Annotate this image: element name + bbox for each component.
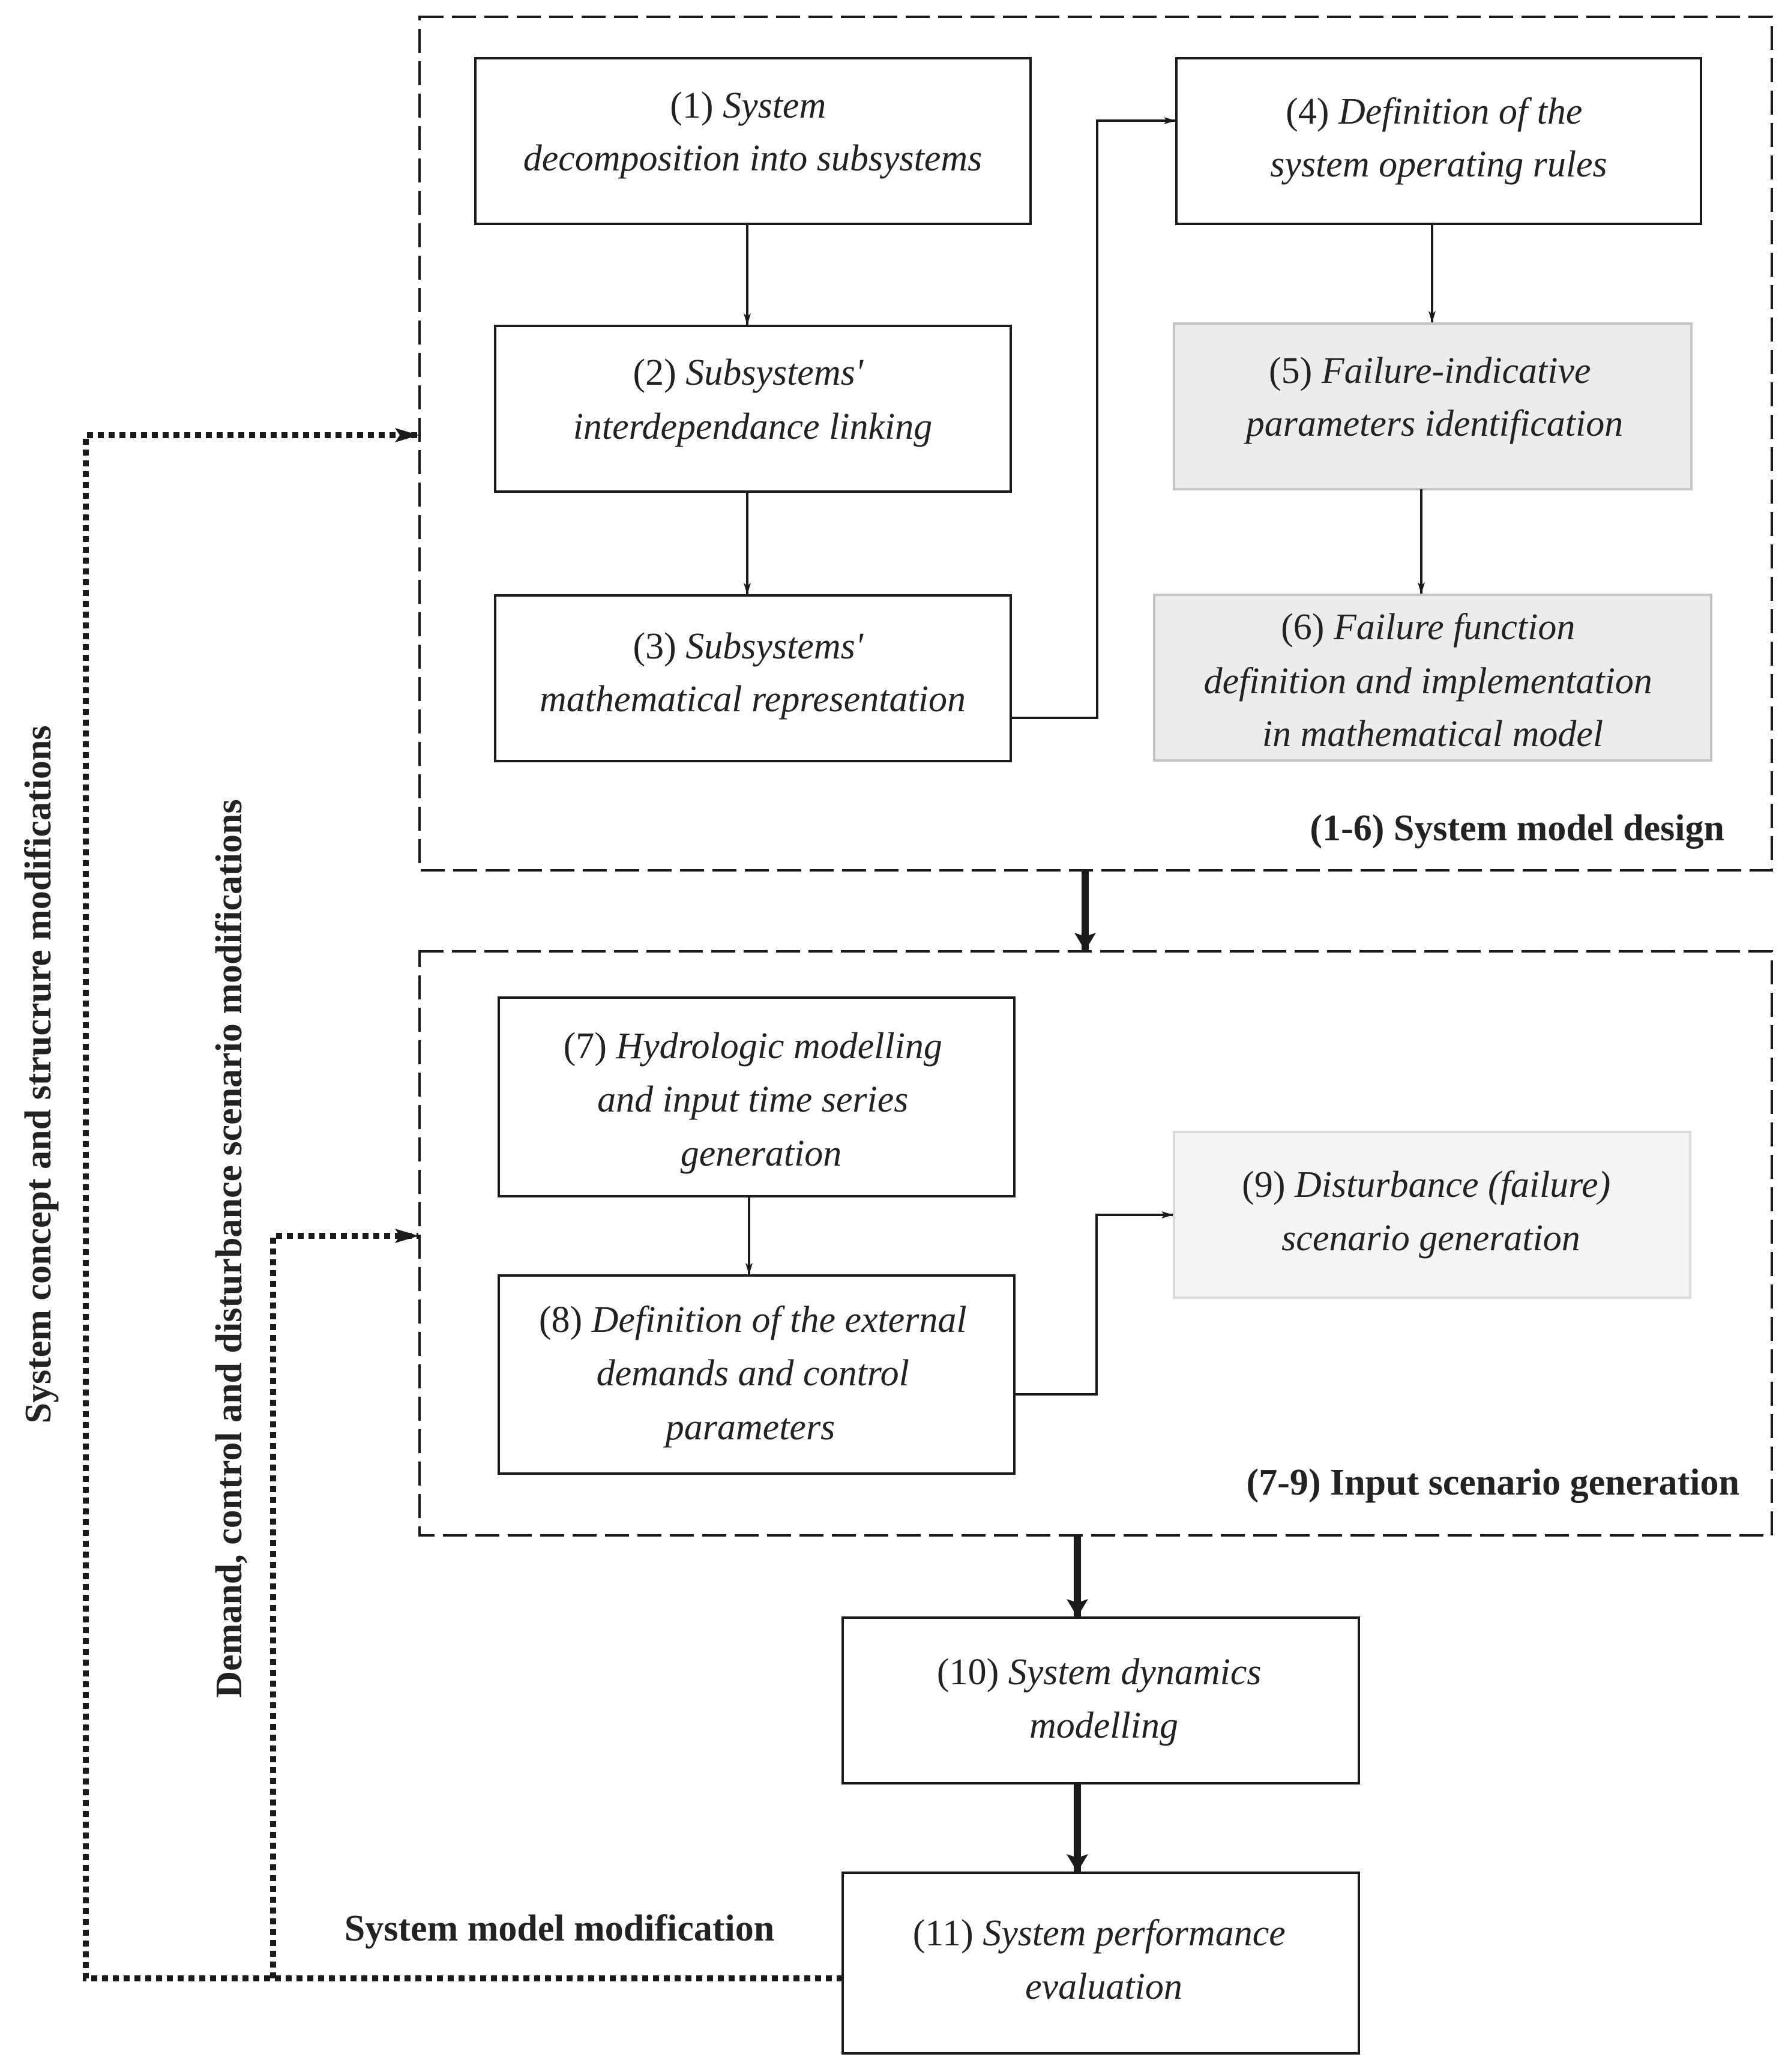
box-5-text: (5) Failure-indicative parameters identi…: [1244, 351, 1624, 444]
box-11-line-2: evaluation: [1025, 1966, 1182, 2007]
box-8-line-3: parameters: [663, 1407, 835, 1448]
box-10-text: (10) System dynamics modelling: [937, 1652, 1271, 1746]
arrow-3-to-4: [1011, 117, 1176, 719]
box-4-line-2: system operating rules: [1270, 144, 1607, 185]
box-7-line-2: and input time series: [597, 1079, 908, 1120]
group-label-input: (7-9) Input scenario generation: [1247, 1462, 1739, 1503]
box-9-line-1: (9) Disturbance (failure): [1242, 1164, 1610, 1205]
box-6-line-3: in mathematical model: [1262, 714, 1603, 754]
box-2-line-2: interdependance linking: [573, 406, 933, 447]
box-5-line-1: (5) Failure-indicative: [1269, 351, 1591, 391]
box-7-line-1: (7) Hydrologic modelling: [564, 1026, 942, 1067]
box-7-text: (7) Hydrologic modelling and input time …: [564, 1026, 952, 1174]
box-6-text: (6) Failure function definition and impl…: [1204, 607, 1662, 754]
box-8-text: (8) Definition of the external demands a…: [539, 1300, 976, 1448]
box-3-line-1: (3) Subsystems': [633, 626, 864, 667]
box-6: [1153, 594, 1712, 762]
box-11-text: (11) System performance evaluation: [913, 1913, 1295, 2007]
box-10-line-2: modelling: [1029, 1705, 1178, 1746]
box-9-text: (9) Disturbance (failure) scenario gener…: [1242, 1164, 1620, 1259]
box-2-text: (2) Subsystems' interdependance linking: [573, 352, 933, 447]
box-3-line-2: mathematical representation: [540, 679, 966, 720]
side-label-bottom: System model modification: [345, 1908, 774, 1949]
box-10-line-1: (10) System dynamics: [937, 1652, 1262, 1693]
box-6-line-2: definition and implementation: [1204, 661, 1652, 702]
box-1: [474, 57, 1032, 225]
group-input-scenario-generation: [418, 950, 1773, 1537]
arrow-8-to-9: [1014, 1211, 1173, 1396]
box-7-line-3: generation: [681, 1133, 842, 1174]
box-10: [841, 1616, 1360, 1784]
box-7: [498, 996, 1016, 1197]
box-1-line-1: (1) System: [670, 85, 826, 126]
box-3: [494, 594, 1012, 762]
side-label-outer: System concept and strucrure modificatio…: [18, 726, 59, 1424]
box-6-line-1: (6) Failure function: [1281, 607, 1575, 648]
box-4-line-1: (4) Definition of the: [1286, 91, 1582, 132]
box-1-text: (1) System decomposition into subsystems: [523, 85, 983, 179]
box-2: [494, 325, 1012, 493]
box-8: [498, 1274, 1016, 1475]
box-4: [1175, 57, 1702, 225]
box-1-line-2: decomposition into subsystems: [523, 138, 983, 179]
box-5-line-2: parameters identification: [1244, 403, 1624, 444]
box-4-text: (4) Definition of the system operating r…: [1270, 91, 1607, 185]
box-2-line-1: (2) Subsystems': [633, 352, 864, 393]
box-11: [841, 1872, 1360, 2055]
group-label-design: (1-6) System model design: [1310, 808, 1724, 849]
box-3-text: (3) Subsystems' mathematical representat…: [540, 626, 966, 720]
side-label-inner: Demand, control and disturbance scenario…: [209, 799, 250, 1697]
feedback-loop-scenario: [270, 1229, 419, 1978]
box-8-line-2: demands and control: [597, 1353, 909, 1394]
box-8-line-1: (8) Definition of the external: [539, 1300, 967, 1340]
box-5: [1173, 322, 1693, 490]
box-11-line-1: (11) System performance: [913, 1913, 1286, 1954]
box-9-line-2: scenario generation: [1281, 1218, 1580, 1259]
box-9: [1173, 1131, 1691, 1299]
feedback-loop-structure: [83, 428, 843, 1981]
